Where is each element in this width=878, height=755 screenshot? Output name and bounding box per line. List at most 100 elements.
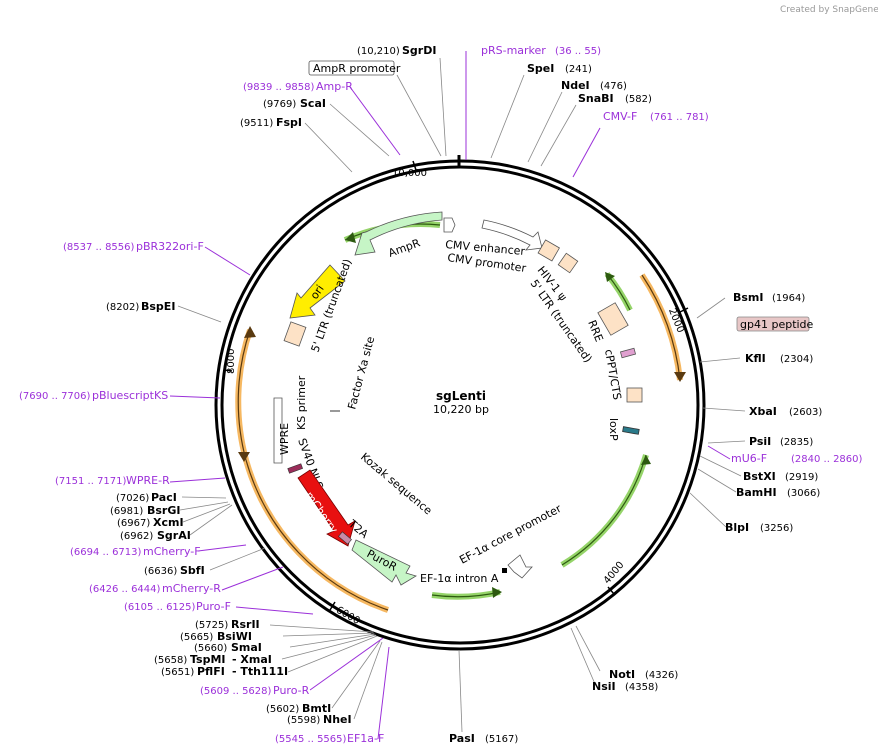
wpre-box (273, 397, 283, 464)
enzyme-name-rsrii: RsrII (231, 618, 260, 631)
tick-label-4000: 4000 (602, 560, 627, 587)
cppt-box (626, 387, 643, 403)
enzyme-pos-spei: (241) (565, 64, 592, 75)
tick-label-6000: 6000 (334, 605, 362, 627)
primer-labels: pRS-marker (36 .. 55) (9839 .. 9858) Amp… (19, 44, 863, 745)
primer-name-ef1a-f: EF1a-F (347, 732, 384, 745)
enzyme-name-fspi: FspI (276, 116, 302, 129)
cppt-label: cPPT/CTS (602, 348, 624, 401)
enzyme-name-snabi: SnaBI (578, 92, 614, 105)
arrowhead-green-right (605, 272, 615, 282)
wpre-label: WPRE (278, 423, 291, 455)
enzyme-pos-noti: (4326) (645, 670, 678, 681)
enzyme-pos-fspi: (9511) (240, 118, 273, 129)
primer-range-amp-r: (9839 .. 9858) (243, 82, 315, 93)
gp41-marker (619, 347, 637, 359)
gp41-label: gp41 peptide (740, 318, 814, 331)
enzyme-pos-kfli: (2304) (780, 354, 813, 365)
ori-arrow[interactable] (289, 264, 346, 319)
orf-orange-left-line (237, 329, 251, 461)
enzyme-name-bsiwi: BsiWI (217, 630, 252, 643)
loxp-marker (622, 426, 640, 435)
enzyme-pos-blpi: (3256) (760, 523, 793, 534)
ampr-promoter-arrow (443, 217, 456, 233)
primer-range-puro-f: (6105 .. 6125) (124, 602, 196, 613)
enzyme-pos-tspmi: (5658) (154, 655, 187, 666)
primer-range-mu6-f: (2840 .. 2860) (791, 454, 863, 465)
primer-range-puro-r: (5609 .. 5628) (200, 686, 272, 697)
enzyme-name-nsii: NsiI (592, 680, 616, 693)
primer-name-prs-marker: pRS-marker (481, 44, 546, 57)
puror-arrow[interactable] (351, 539, 417, 586)
arrowhead-orange-left (244, 326, 256, 338)
sv40-marker (287, 463, 303, 474)
enzyme-name-bamhi: BamHI (736, 486, 777, 499)
enzyme-pos-snabi: (582) (625, 94, 652, 105)
enzyme-pos-bspei: (8202) (106, 302, 139, 313)
enzyme-name-bspei: BspEI (141, 300, 175, 313)
primer-name-amp-r: Amp-R (316, 80, 353, 93)
enzyme-pos-bsiwi: (5665) (180, 632, 213, 643)
enzyme-name-scai: ScaI (300, 97, 326, 110)
primer-range-mcherry-f: (6694 .. 6713) (70, 547, 142, 558)
gp41-box (736, 316, 810, 332)
enzyme-name-noti: NotI (609, 668, 635, 681)
enzyme-name-spei: SpeI (527, 62, 554, 75)
watermark: Created by SnapGene (780, 5, 878, 15)
enzyme-name-pasi: PasI (449, 732, 475, 745)
enzyme-name-tspmi: TspMI (190, 653, 226, 666)
ltr-box-1 (537, 239, 560, 262)
ampr-label: AmpR (387, 236, 423, 260)
primer-name-mu6-f: mU6-F (731, 452, 767, 465)
primer-name-pbr322ori-f: pBR322ori-F (136, 240, 204, 253)
enzyme-name-bsrgi: BsrGI (147, 504, 180, 517)
primer-name-cmv-f: CMV-F (603, 110, 637, 123)
plasmid-name: sgLenti (436, 389, 486, 403)
enzyme-pos-sbfi: (6636) (144, 566, 177, 577)
tick-10000 (412, 160, 417, 171)
kozak-label: Kozak sequence (358, 450, 435, 517)
plasmid-size: 10,220 bp (433, 403, 489, 416)
enzyme-name-nhei: NheI (323, 713, 352, 726)
primer-range-mcherry-r: (6426 .. 6444) (89, 584, 161, 595)
ef1a-core-arrow (507, 554, 533, 579)
enzyme-pos-rsrii: (5725) (195, 620, 228, 631)
enzyme-leaders (177, 57, 746, 733)
tick-8000 (223, 369, 233, 372)
primer-range-prs-marker: (36 .. 55) (555, 46, 601, 57)
mcherry-arrow[interactable] (297, 469, 356, 547)
enzyme-pos-pflfi: (5651) (161, 667, 194, 678)
enzyme-name-sbfi: SbfI (180, 564, 205, 577)
primer-name-puro-r: Puro-R (273, 684, 310, 697)
primer-name-mcherry-f: mCherry-F (143, 545, 201, 558)
arrowhead-green-lower-right (641, 455, 651, 465)
enzyme-name-paci: PacI (151, 491, 177, 504)
enzyme-pos-bamhi: (3066) (787, 488, 820, 499)
enzyme-name-bstxi: BstXI (743, 470, 776, 483)
enzyme-name-bmti: BmtI (302, 702, 331, 715)
primer-range-pbluescriptks: (7690 .. 7706) (19, 391, 91, 402)
ampr-arrow[interactable] (354, 211, 443, 256)
enzyme-pos-pasi: (5167) (485, 734, 518, 745)
enzyme-pos-paci: (7026) (116, 493, 149, 504)
ef1a-core-label: EF-1α core promoter (457, 502, 564, 567)
orf-orange-right-line (641, 274, 681, 381)
orf-orange-bottom-left-line (245, 459, 389, 611)
enzyme-pos-psii: (2835) (780, 437, 813, 448)
primer-range-pbr322ori-f: (8537 .. 8556) (63, 242, 135, 253)
tick-2000 (679, 307, 689, 313)
rre-label: RRE (585, 318, 605, 344)
enzyme-name-kfli: KflI (745, 352, 766, 365)
enzyme-name-ndei: NdeI (561, 79, 590, 92)
enzyme-name-xmai: - XmaI (232, 653, 272, 666)
enzyme-name-xbai: XbaI (749, 405, 777, 418)
enzyme-labels: (10,210) SgrDI SpeI (241) NdeI (476) Sna… (106, 44, 822, 745)
primer-range-wpre-r: (7151 .. 7171) (55, 476, 127, 487)
arrowhead-green-top (345, 232, 356, 243)
enzyme-name-pflfi: PflFI (197, 665, 225, 678)
t2a-marker (338, 531, 352, 545)
enzyme-pos-sgrdi: (10,210) (357, 46, 400, 57)
ampr-promoter-box (308, 60, 395, 76)
primer-name-wpre-r: WPRE-R (126, 474, 170, 487)
enzyme-name-sgrai: SgrAI (157, 529, 191, 542)
